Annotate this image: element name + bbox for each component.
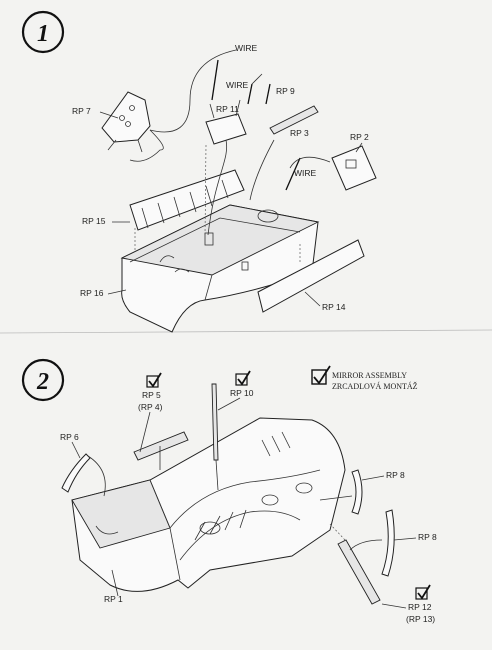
part-rp10 xyxy=(211,383,219,461)
label-rp1: RP 1 xyxy=(104,594,123,604)
part-rp8-b xyxy=(381,509,395,577)
label-rp13-alt: (RP 13) xyxy=(406,614,435,624)
legend-line-2: ZRCADLOVÁ MONTÁŽ xyxy=(332,381,418,391)
part-rp1-body xyxy=(71,417,346,592)
fold-line xyxy=(0,329,492,334)
label-wire-c: WIRE xyxy=(294,168,317,178)
part-rp8-a xyxy=(351,469,363,515)
label-rp6: RP 6 xyxy=(60,432,79,442)
rp5-check-icon xyxy=(146,372,162,388)
rp12-check-icon xyxy=(415,584,431,600)
part-rp3 xyxy=(269,105,319,135)
part-rp11 xyxy=(205,99,247,145)
part-wire-rods xyxy=(211,59,301,191)
step-1-labels: WIRE WIRE RP 9 RP 11 RP 7 RP 3 RP 2 WIRE… xyxy=(72,43,369,312)
label-rp4-alt: (RP 4) xyxy=(138,402,163,412)
label-rp8-b: RP 8 xyxy=(418,532,437,542)
label-rp9: RP 9 xyxy=(276,86,295,96)
part-rp12 xyxy=(337,539,381,605)
step-1-badge: 1 xyxy=(21,10,65,54)
part-rp7 xyxy=(101,91,151,153)
step-1-number: 1 xyxy=(37,21,49,47)
label-rp3: RP 3 xyxy=(290,128,309,138)
label-rp15: RP 15 xyxy=(82,216,106,226)
label-rp12: RP 12 xyxy=(408,602,432,612)
label-rp5: RP 5 xyxy=(142,390,161,400)
part-rp16-body xyxy=(120,204,320,333)
label-rp2: RP 2 xyxy=(350,132,369,142)
step-2-number: 2 xyxy=(36,369,49,395)
mirror-assembly-legend: MIRROR ASSEMBLY ZRCADLOVÁ MONTÁŽ xyxy=(311,365,418,391)
part-rp2 xyxy=(331,145,377,191)
step-2-labels: RP 5 (RP 4) RP 10 RP 6 RP 8 RP 8 RP 1 RP… xyxy=(60,388,437,624)
legend-check-icon xyxy=(313,365,331,385)
label-rp8-a: RP 8 xyxy=(386,470,405,480)
part-rp6 xyxy=(61,453,91,493)
legend-line-1: MIRROR ASSEMBLY xyxy=(332,371,407,380)
assembly-guides-step2 xyxy=(87,446,383,551)
part-rp14-strip xyxy=(257,239,365,313)
label-rp7: RP 7 xyxy=(72,106,91,116)
label-rp14: RP 14 xyxy=(322,302,346,312)
rp10-check-icon xyxy=(235,370,251,386)
assembly-guides-step1 xyxy=(129,49,331,262)
part-rp15-panel xyxy=(129,169,245,231)
label-wire-b: WIRE xyxy=(226,80,249,90)
label-wire-a: WIRE xyxy=(235,43,258,53)
step-2-badge: 2 xyxy=(21,358,65,402)
label-rp10: RP 10 xyxy=(230,388,254,398)
label-rp16: RP 16 xyxy=(80,288,104,298)
part-rp5 xyxy=(133,431,189,461)
label-rp11: RP 11 xyxy=(216,104,239,114)
